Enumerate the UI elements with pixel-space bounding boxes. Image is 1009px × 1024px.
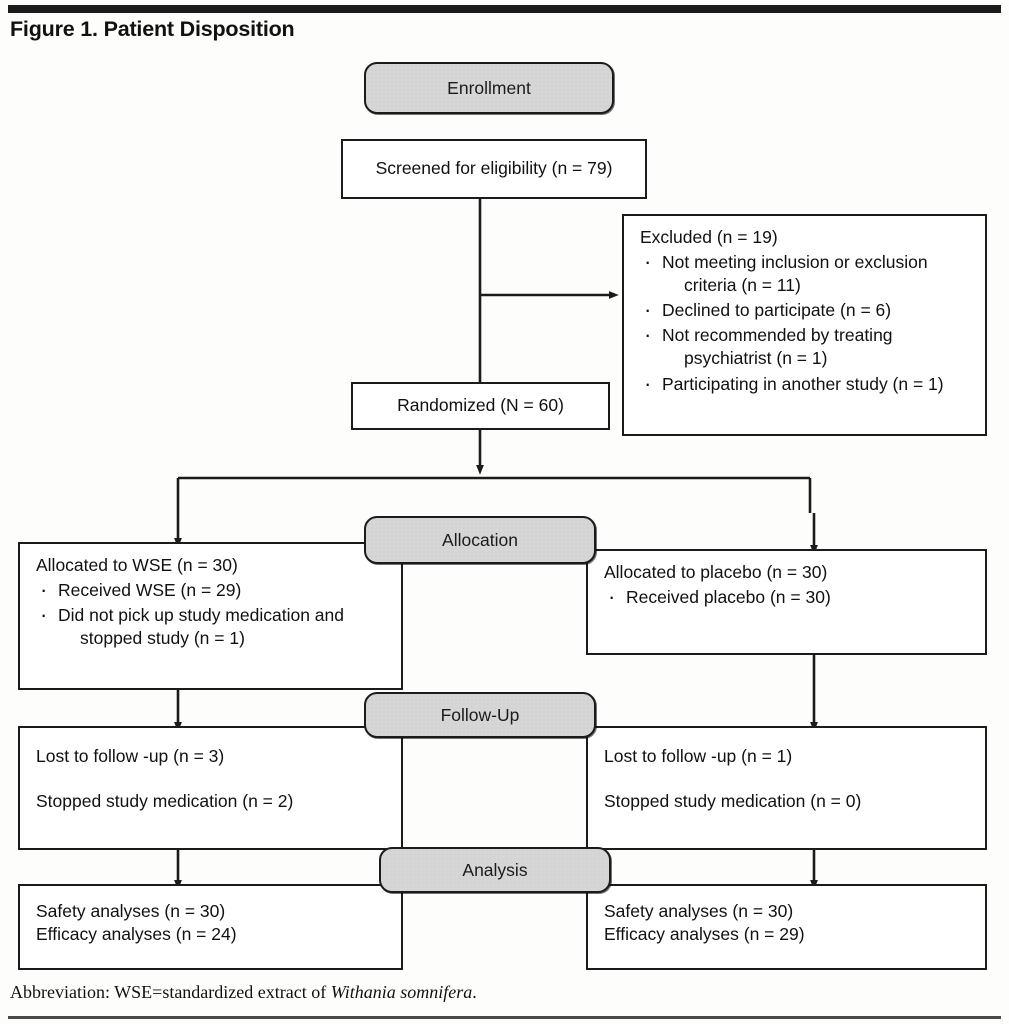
analysis-left-line-2: Efficacy analyses (n = 24) [36, 924, 237, 945]
alloc-right-list: Received placebo (n = 30) [604, 582, 971, 611]
list-item: Received placebo (n = 30) [604, 582, 971, 611]
node-screened-for-eligibility: Screened for eligibility (n = 79) [341, 139, 647, 199]
list-item: Declined to participate (n = 6) [640, 295, 971, 324]
stage-label-analysis: Analysis [462, 859, 528, 880]
randomized-text: Randomized (N = 60) [397, 395, 564, 416]
excluded-reason-3: Not recommended by treating [662, 325, 893, 346]
alloc-left-item-1: Received WSE (n = 29) [58, 580, 242, 601]
node-randomized: Randomized (N = 60) [351, 382, 610, 430]
list-item: Did not pick up study medication and sto… [36, 600, 387, 650]
stage-pill-enrollment: Enrollment [364, 62, 614, 114]
excluded-reason-1-cont: criteria (n = 11) [684, 275, 801, 296]
screened-text: Screened for eligibility (n = 79) [375, 158, 613, 179]
excluded-reason-4: Participating in another study (n = 1) [662, 373, 944, 394]
footnote-mid: standardized extract of [162, 982, 331, 1002]
follow-right-line-1: Lost to follow -up (n = 1) [604, 746, 793, 766]
list-item: Participating in another study (n = 1) [640, 369, 971, 398]
follow-right-line-2: Stopped study medication (n = 0) [604, 791, 862, 812]
alloc-left-list: Received WSE (n = 29) Did not pick up st… [36, 575, 387, 650]
node-analysis-placebo: Safety analyses (n = 30) Efficacy analys… [586, 884, 987, 970]
excluded-reason-1: Not meeting inclusion or exclusion [662, 252, 928, 273]
excluded-reason-2: Declined to participate (n = 6) [662, 300, 892, 321]
alloc-left-heading: Allocated to WSE (n = 30) [36, 555, 238, 575]
footnote-equals: = [152, 982, 163, 1002]
stage-pill-analysis: Analysis [379, 847, 611, 893]
figure-footnote: Abbreviation: WSE=standardized extract o… [10, 982, 477, 1003]
figure-title: Figure 1. Patient Disposition [10, 17, 295, 41]
analysis-right-line-1: Safety analyses (n = 30) [604, 901, 794, 921]
stage-label-allocation: Allocation [442, 529, 518, 550]
follow-left-line-2: Stopped study medication (n = 2) [36, 791, 294, 812]
excluded-reason-list: Not meeting inclusion or exclusion crite… [640, 247, 971, 398]
node-analysis-wse: Safety analyses (n = 30) Efficacy analys… [18, 884, 403, 970]
alloc-right-heading: Allocated to placebo (n = 30) [604, 562, 828, 582]
follow-left-line-1: Lost to follow -up (n = 3) [36, 746, 225, 766]
top-rule [8, 5, 1001, 13]
list-item: Received WSE (n = 29) [36, 575, 387, 604]
footnote-species: Withania somnifera [330, 982, 473, 1002]
node-followup-placebo: Lost to follow -up (n = 1) Stopped study… [586, 726, 987, 850]
list-item: Not recommended by treating psychiatrist… [640, 320, 971, 370]
alloc-right-item-1: Received placebo (n = 30) [626, 587, 831, 608]
stage-pill-followup: Follow-Up [364, 692, 596, 738]
footnote-prefix: Abbreviation: WSE [10, 982, 153, 1002]
alloc-left-item-2: Did not pick up study medication and [58, 605, 344, 626]
node-allocated-placebo: Allocated to placebo (n = 30) Received p… [586, 549, 987, 655]
bottom-rule [8, 1016, 1001, 1019]
alloc-left-item-2-cont: stopped study (n = 1) [80, 628, 245, 649]
stage-label-followup: Follow-Up [440, 704, 520, 725]
node-followup-wse: Lost to follow -up (n = 3) Stopped study… [18, 726, 403, 850]
analysis-left-line-1: Safety analyses (n = 30) [36, 901, 226, 921]
node-allocated-wse: Allocated to WSE (n = 30) Received WSE (… [18, 542, 403, 690]
excluded-heading: Excluded (n = 19) [640, 227, 778, 247]
stage-pill-allocation: Allocation [364, 516, 596, 564]
footnote-end: . [472, 982, 477, 1002]
list-item: Not meeting inclusion or exclusion crite… [640, 247, 971, 297]
excluded-reason-3-cont: psychiatrist (n = 1) [684, 348, 828, 369]
stage-label-enrollment: Enrollment [447, 77, 531, 98]
node-excluded: Excluded (n = 19) Not meeting inclusion … [622, 214, 987, 436]
analysis-right-line-2: Efficacy analyses (n = 29) [604, 924, 805, 945]
